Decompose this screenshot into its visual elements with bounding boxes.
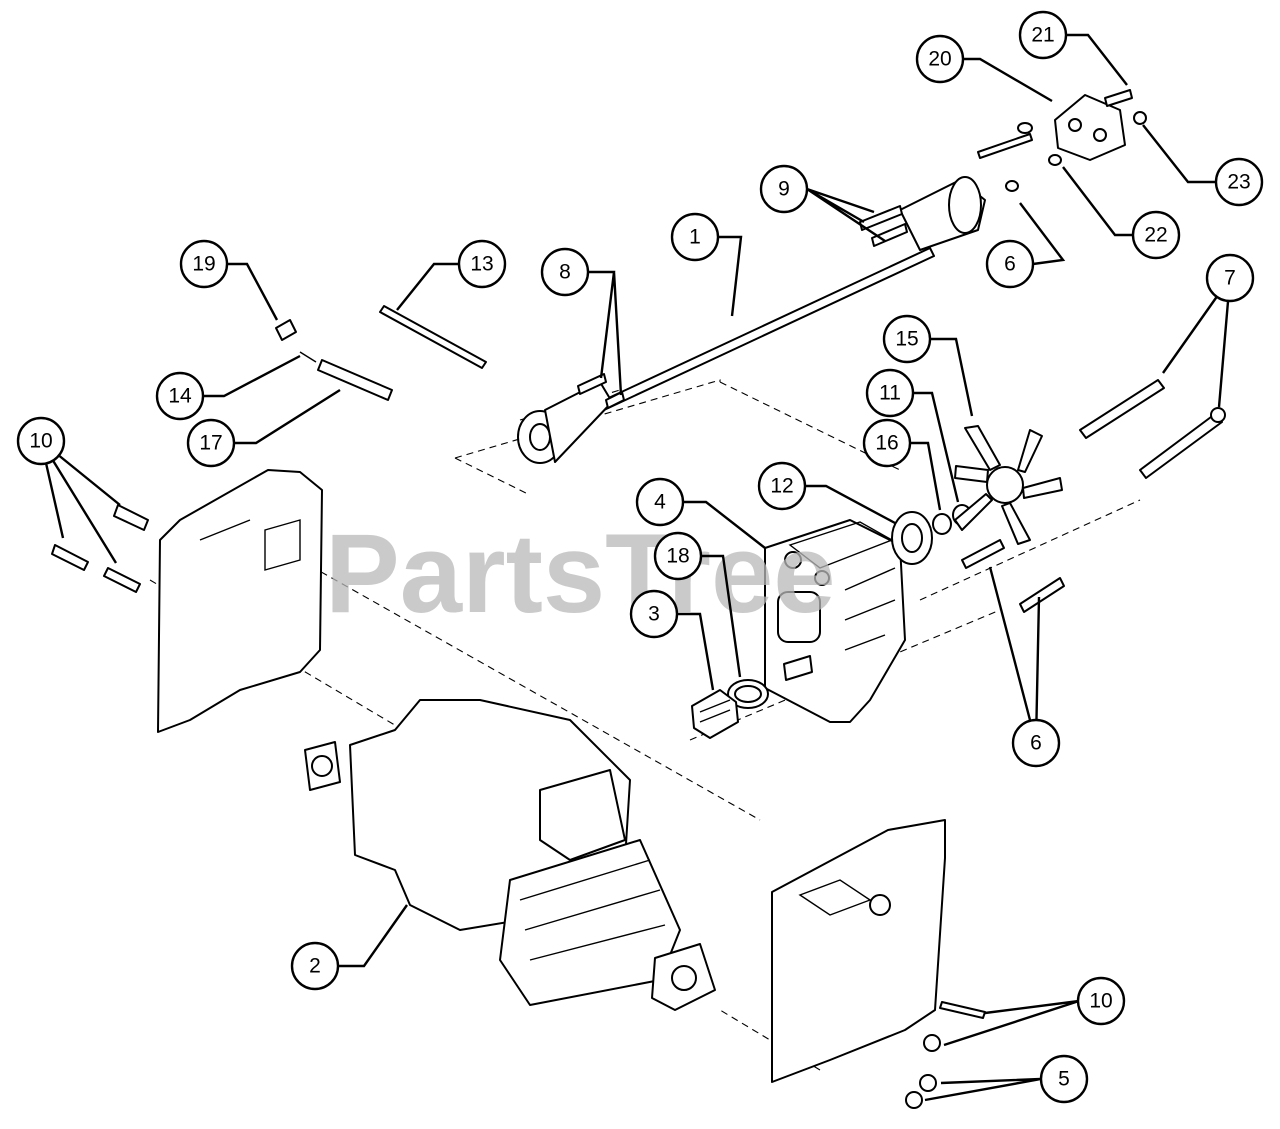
callout-15[interactable]: 15	[882, 314, 932, 364]
callout-23[interactable]: 23	[1214, 157, 1264, 207]
callout-label: 17	[199, 432, 222, 455]
callout-2[interactable]: 2	[290, 941, 340, 991]
callout-3[interactable]: 3	[629, 589, 679, 639]
callout-20[interactable]: 20	[915, 34, 965, 84]
callout-label: 8	[559, 261, 571, 284]
callout-12[interactable]: 12	[757, 461, 807, 511]
callout-label: 15	[895, 328, 918, 351]
callout-label: 2	[309, 955, 321, 978]
callout-label: 10	[29, 430, 52, 453]
callout-6-upper[interactable]: 6	[985, 239, 1035, 289]
callout-18[interactable]: 18	[653, 531, 703, 581]
callout-9[interactable]: 9	[759, 164, 809, 214]
callout-5[interactable]: 5	[1039, 1054, 1089, 1104]
callout-label: 22	[1144, 224, 1167, 247]
parts-artwork	[51, 89, 1226, 1109]
callout-16[interactable]: 16	[862, 418, 912, 468]
callout-label: 7	[1224, 267, 1236, 290]
callout-label: 13	[470, 253, 493, 276]
callout-14[interactable]: 14	[155, 371, 205, 421]
callout-11[interactable]: 11	[865, 368, 915, 418]
callout-22[interactable]: 22	[1131, 210, 1181, 260]
callout-label: 3	[648, 603, 660, 626]
callout-13[interactable]: 13	[457, 239, 507, 289]
callout-label: 19	[192, 253, 215, 276]
callout-label: 21	[1031, 24, 1054, 47]
callout-10-right[interactable]: 10	[1076, 976, 1126, 1026]
callout-label: 14	[168, 385, 192, 408]
callout-label: 20	[928, 48, 951, 71]
callout-label: 12	[770, 475, 793, 498]
callout-19[interactable]: 19	[179, 239, 229, 289]
watermark-text: PartsTree	[325, 511, 836, 636]
callout-label: 10	[1089, 990, 1112, 1013]
callout-21[interactable]: 21	[1018, 10, 1068, 60]
callout-7[interactable]: 7	[1205, 253, 1255, 303]
callout-10-left[interactable]: 10	[16, 416, 66, 466]
callout-8[interactable]: 8	[540, 247, 590, 297]
callout-label: 1	[689, 226, 701, 249]
callout-label: 11	[879, 382, 901, 405]
callout-17[interactable]: 17	[186, 418, 236, 468]
callout-label: 5	[1058, 1068, 1070, 1091]
callout-label: 18	[666, 545, 689, 568]
callout-label: 16	[875, 432, 898, 455]
callout-label: 6	[1030, 732, 1042, 755]
callout-1[interactable]: 1	[670, 212, 720, 262]
callout-label: 23	[1227, 171, 1250, 194]
callout-4[interactable]: 4	[635, 477, 685, 527]
callout-label: 4	[654, 491, 666, 514]
callout-label: 6	[1004, 253, 1016, 276]
callout-6-lower[interactable]: 6	[1011, 718, 1061, 768]
callout-label: 9	[778, 178, 790, 201]
